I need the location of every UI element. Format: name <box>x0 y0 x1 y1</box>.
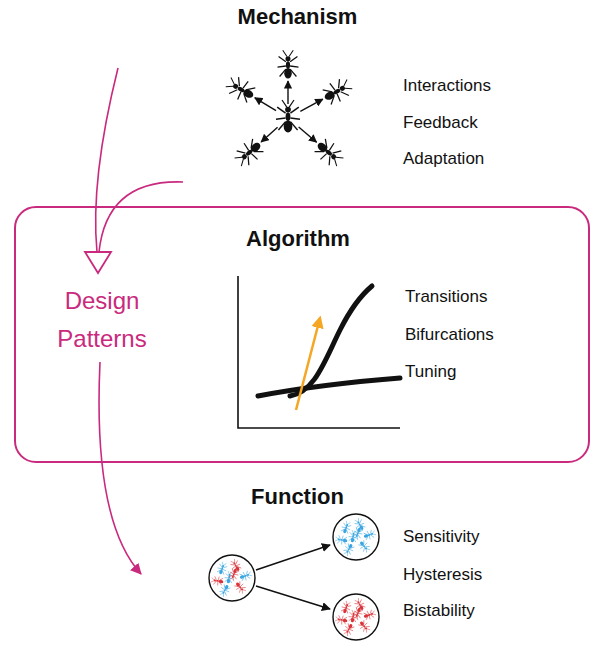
ant <box>233 580 248 595</box>
hollow-arrowhead <box>85 252 111 273</box>
interaction-arrow <box>255 98 276 111</box>
ant <box>211 575 225 586</box>
list-item: Feedback <box>403 113 478 133</box>
branch-curve <box>258 378 400 396</box>
ant <box>320 75 355 107</box>
pattern-arrow <box>96 68 118 252</box>
ant <box>335 534 349 545</box>
state-arrow <box>256 586 330 609</box>
ant <box>238 569 252 582</box>
section-heading: Mechanism <box>0 4 595 30</box>
ant <box>357 539 372 554</box>
list-item: Bistability <box>403 601 475 621</box>
interaction-arrow <box>287 81 288 104</box>
algorithm-panel: AlgorithmDesign Patterns TransitionsBifur… <box>14 206 590 463</box>
ant <box>340 520 353 534</box>
colony-circle <box>333 514 379 560</box>
ant <box>229 558 243 573</box>
list-item: Sensitivity <box>403 527 480 547</box>
interaction-arrows <box>255 81 323 142</box>
chart-axes <box>238 276 400 428</box>
ant <box>351 526 364 540</box>
ant <box>342 622 356 637</box>
ant <box>362 608 376 621</box>
ant-icons <box>223 50 355 170</box>
pattern-label: Design Patterns <box>37 282 167 358</box>
list-item: Tuning <box>405 362 456 382</box>
ant <box>348 530 359 544</box>
ant <box>353 517 367 532</box>
list-item: Hysteresis <box>403 565 482 585</box>
state-arrow <box>256 545 330 570</box>
ant <box>224 571 235 585</box>
ant <box>340 600 353 614</box>
list-item: Interactions <box>403 76 491 96</box>
ant <box>227 567 240 581</box>
branch-curve <box>290 286 372 396</box>
pattern-arrow <box>99 182 183 252</box>
ant <box>278 50 299 78</box>
ant <box>312 136 347 170</box>
colony-circle <box>209 555 255 601</box>
ant <box>223 73 258 105</box>
ant <box>351 606 364 620</box>
colony-circle <box>333 594 379 640</box>
section-heading: Algorithm <box>16 226 580 252</box>
interaction-arrow <box>261 127 277 142</box>
ant <box>276 100 300 132</box>
interaction-arrow <box>300 99 323 111</box>
ant <box>335 614 349 625</box>
ant <box>218 583 232 598</box>
list-item: Transitions <box>405 287 488 307</box>
ant <box>342 542 356 557</box>
list-item: Bifurcations <box>405 325 494 345</box>
ant <box>362 528 376 541</box>
interaction-arrow <box>299 127 317 142</box>
ant <box>231 136 266 170</box>
ant <box>357 619 372 634</box>
colony-ants <box>211 517 377 637</box>
section-heading: Function <box>0 484 595 510</box>
ant <box>216 561 229 575</box>
list-item: Adaptation <box>403 149 484 169</box>
tuning-arrow <box>296 318 320 410</box>
ant <box>353 597 367 612</box>
ant <box>348 610 359 624</box>
pattern-arrow <box>99 362 141 574</box>
